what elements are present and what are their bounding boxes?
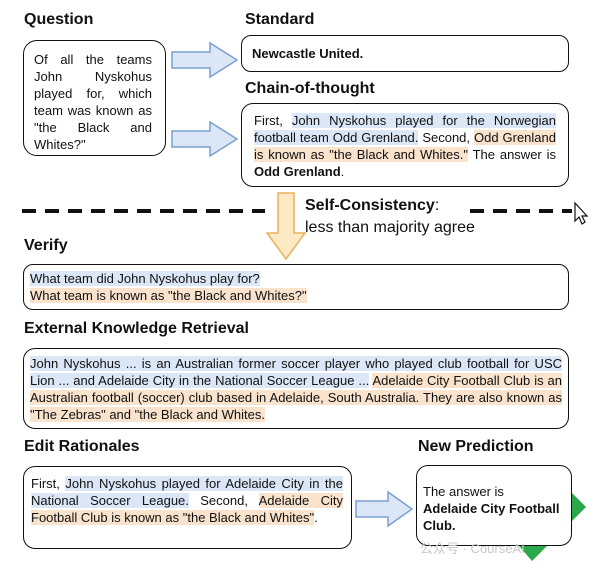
header-new-prediction: New Prediction — [418, 438, 534, 455]
cot-part: The answer is — [467, 147, 557, 162]
header-edit-rationales: Edit Rationales — [24, 438, 140, 455]
header-verify: Verify — [24, 237, 68, 254]
new-prediction-answer: Adelaide City Football Club. — [423, 501, 560, 533]
cot-box: First, John Nyskohus played for the Norw… — [241, 103, 569, 187]
ekr-text: John Nyskohus ... is an Australian forme… — [30, 355, 562, 423]
edit-part: Second, — [188, 493, 259, 508]
verify-question-2: What team is known as "the Black and Whi… — [30, 288, 307, 303]
ekr-box: John Nyskohus ... is an Australian forme… — [23, 348, 569, 429]
edit-part: . — [314, 510, 318, 525]
self-consistency-label: Self-Consistency: — [305, 195, 439, 216]
header-chain-of-thought: Chain-of-thought — [245, 80, 375, 97]
new-prediction-prefix: The answer is — [423, 484, 504, 499]
arrow-question-to-cot — [171, 120, 239, 158]
edit-rationales-box: First, John Nyskohus played for Adelaide… — [23, 466, 352, 549]
arrow-down-to-verify — [265, 192, 307, 261]
self-consistency-colon: : — [434, 197, 440, 214]
cot-part: First, — [254, 113, 292, 128]
verify-questions: What team did John Nyskohus play for? Wh… — [30, 270, 307, 304]
new-prediction-box: The answer is Adelaide City Football Clu… — [416, 465, 572, 546]
standard-box: Newcastle United. — [241, 35, 569, 72]
edit-part: First, — [31, 476, 66, 491]
edit-rationales-text: First, John Nyskohus played for Adelaide… — [31, 475, 343, 526]
arrow-edit-to-prediction — [355, 490, 414, 528]
standard-answer: Newcastle United. — [252, 46, 364, 61]
cot-part: . — [340, 164, 345, 179]
verify-box: What team did John Nyskohus play for? Wh… — [23, 264, 569, 310]
watermark-text: 公众号 · CourseAI — [420, 541, 525, 556]
verify-question-1: What team did John Nyskohus play for? — [30, 271, 260, 286]
header-external-knowledge-retrieval: External Knowledge Retrieval — [24, 320, 249, 337]
arrow-question-to-standard — [171, 41, 239, 79]
cursor-icon — [574, 201, 589, 225]
header-standard: Standard — [245, 11, 315, 28]
self-consistency-title: Self-Consistency — [305, 197, 435, 214]
question-text: Of all the teams John Nyskohus played fo… — [34, 52, 152, 152]
cot-text: First, John Nyskohus played for the Norw… — [254, 112, 556, 180]
question-box: Of all the teams John Nyskohus played fo… — [23, 40, 166, 156]
cot-part: Second, — [418, 130, 474, 145]
cot-answer: Odd Grenland — [254, 164, 341, 179]
self-consistency-subtext: less than majority agree — [305, 219, 475, 236]
header-question: Question — [24, 11, 94, 28]
